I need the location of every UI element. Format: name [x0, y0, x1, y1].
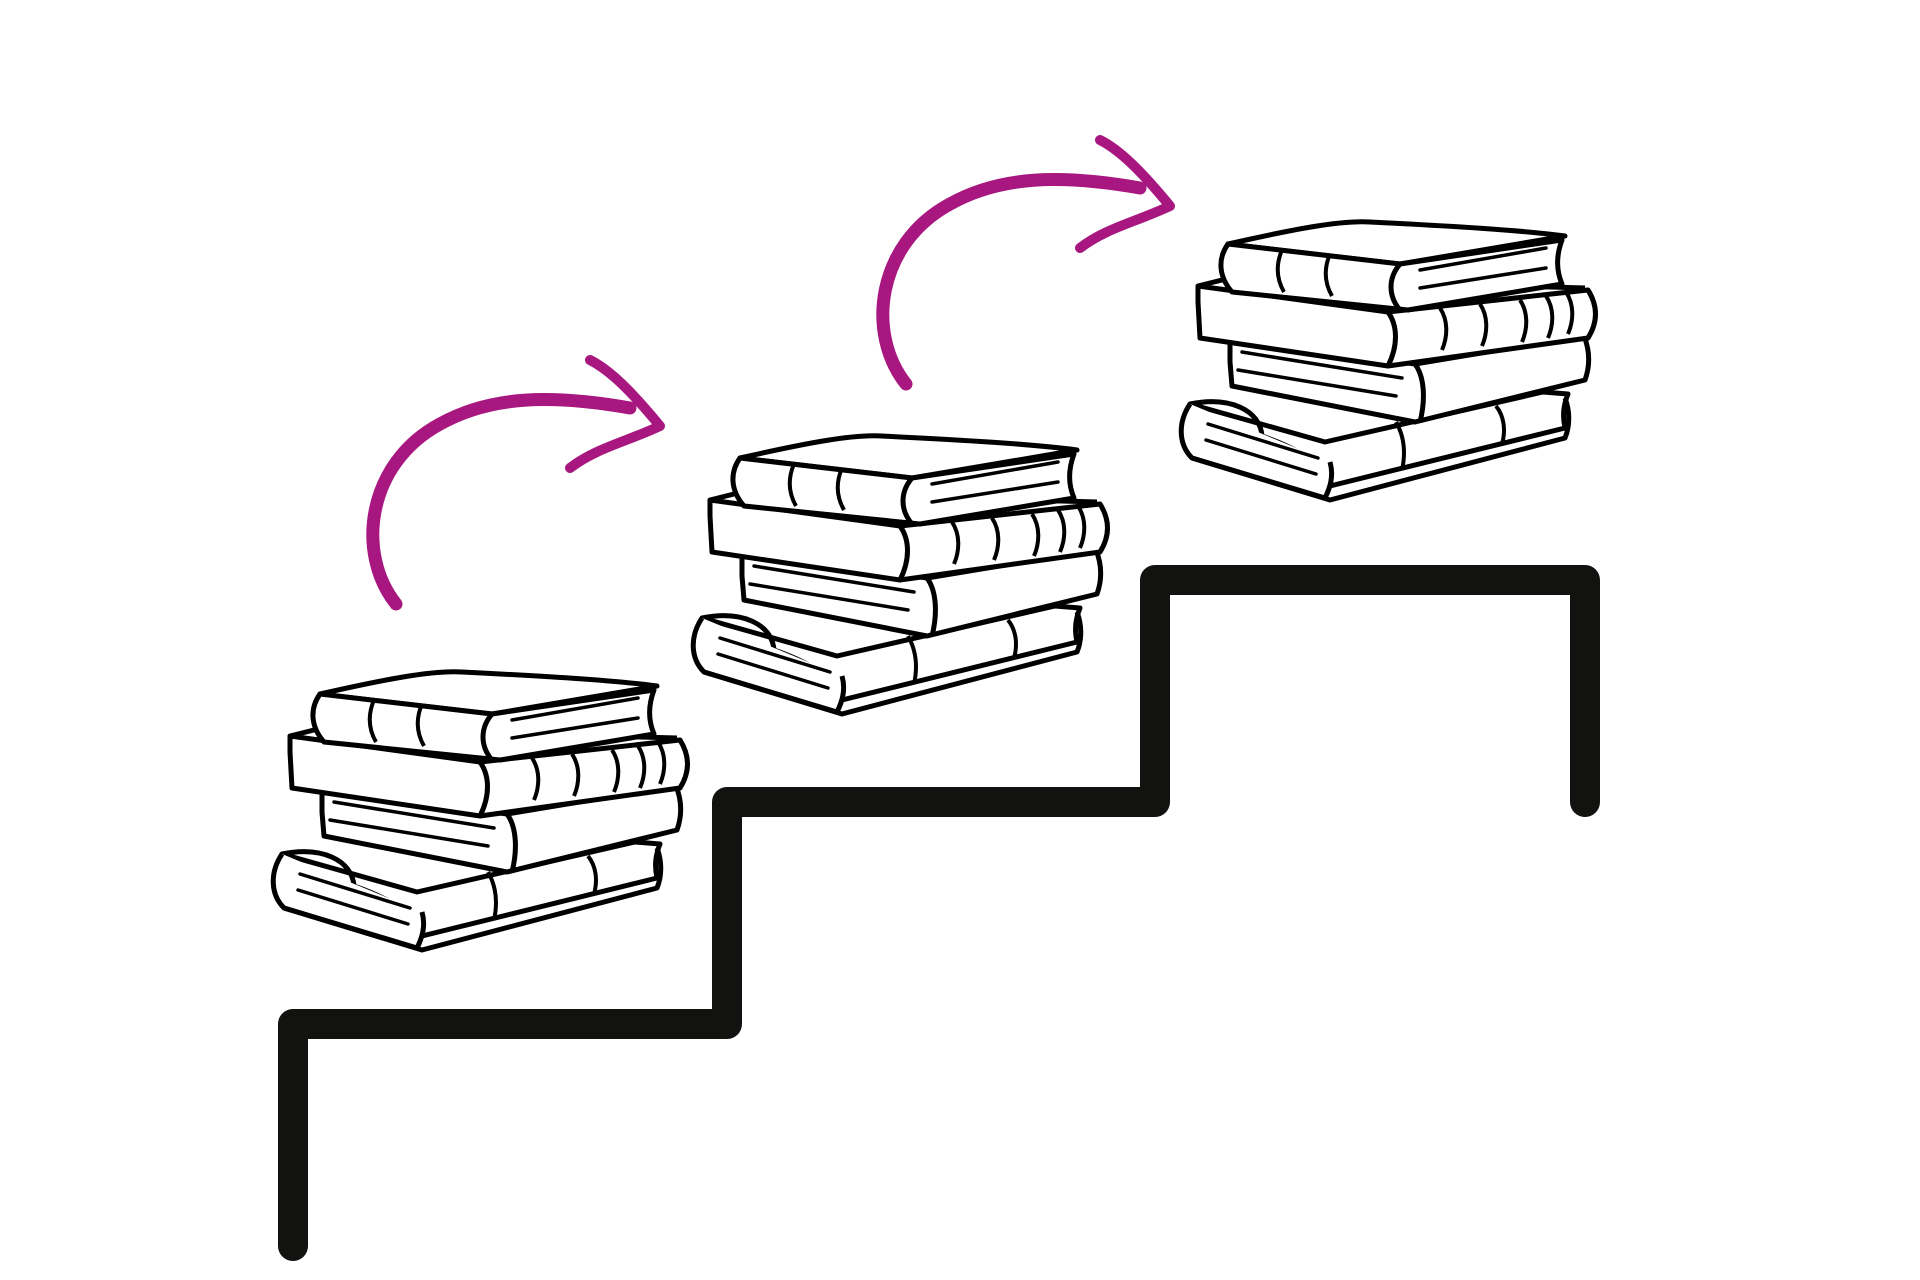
arrow-step-1-to-2 — [373, 360, 660, 604]
book-stack-step-3 — [1181, 222, 1595, 500]
book-stack-step-1 — [273, 672, 687, 950]
book-stack-step-2 — [693, 436, 1107, 714]
arrow-step-2-to-3 — [883, 140, 1170, 384]
staircase-line — [278, 565, 1600, 1261]
